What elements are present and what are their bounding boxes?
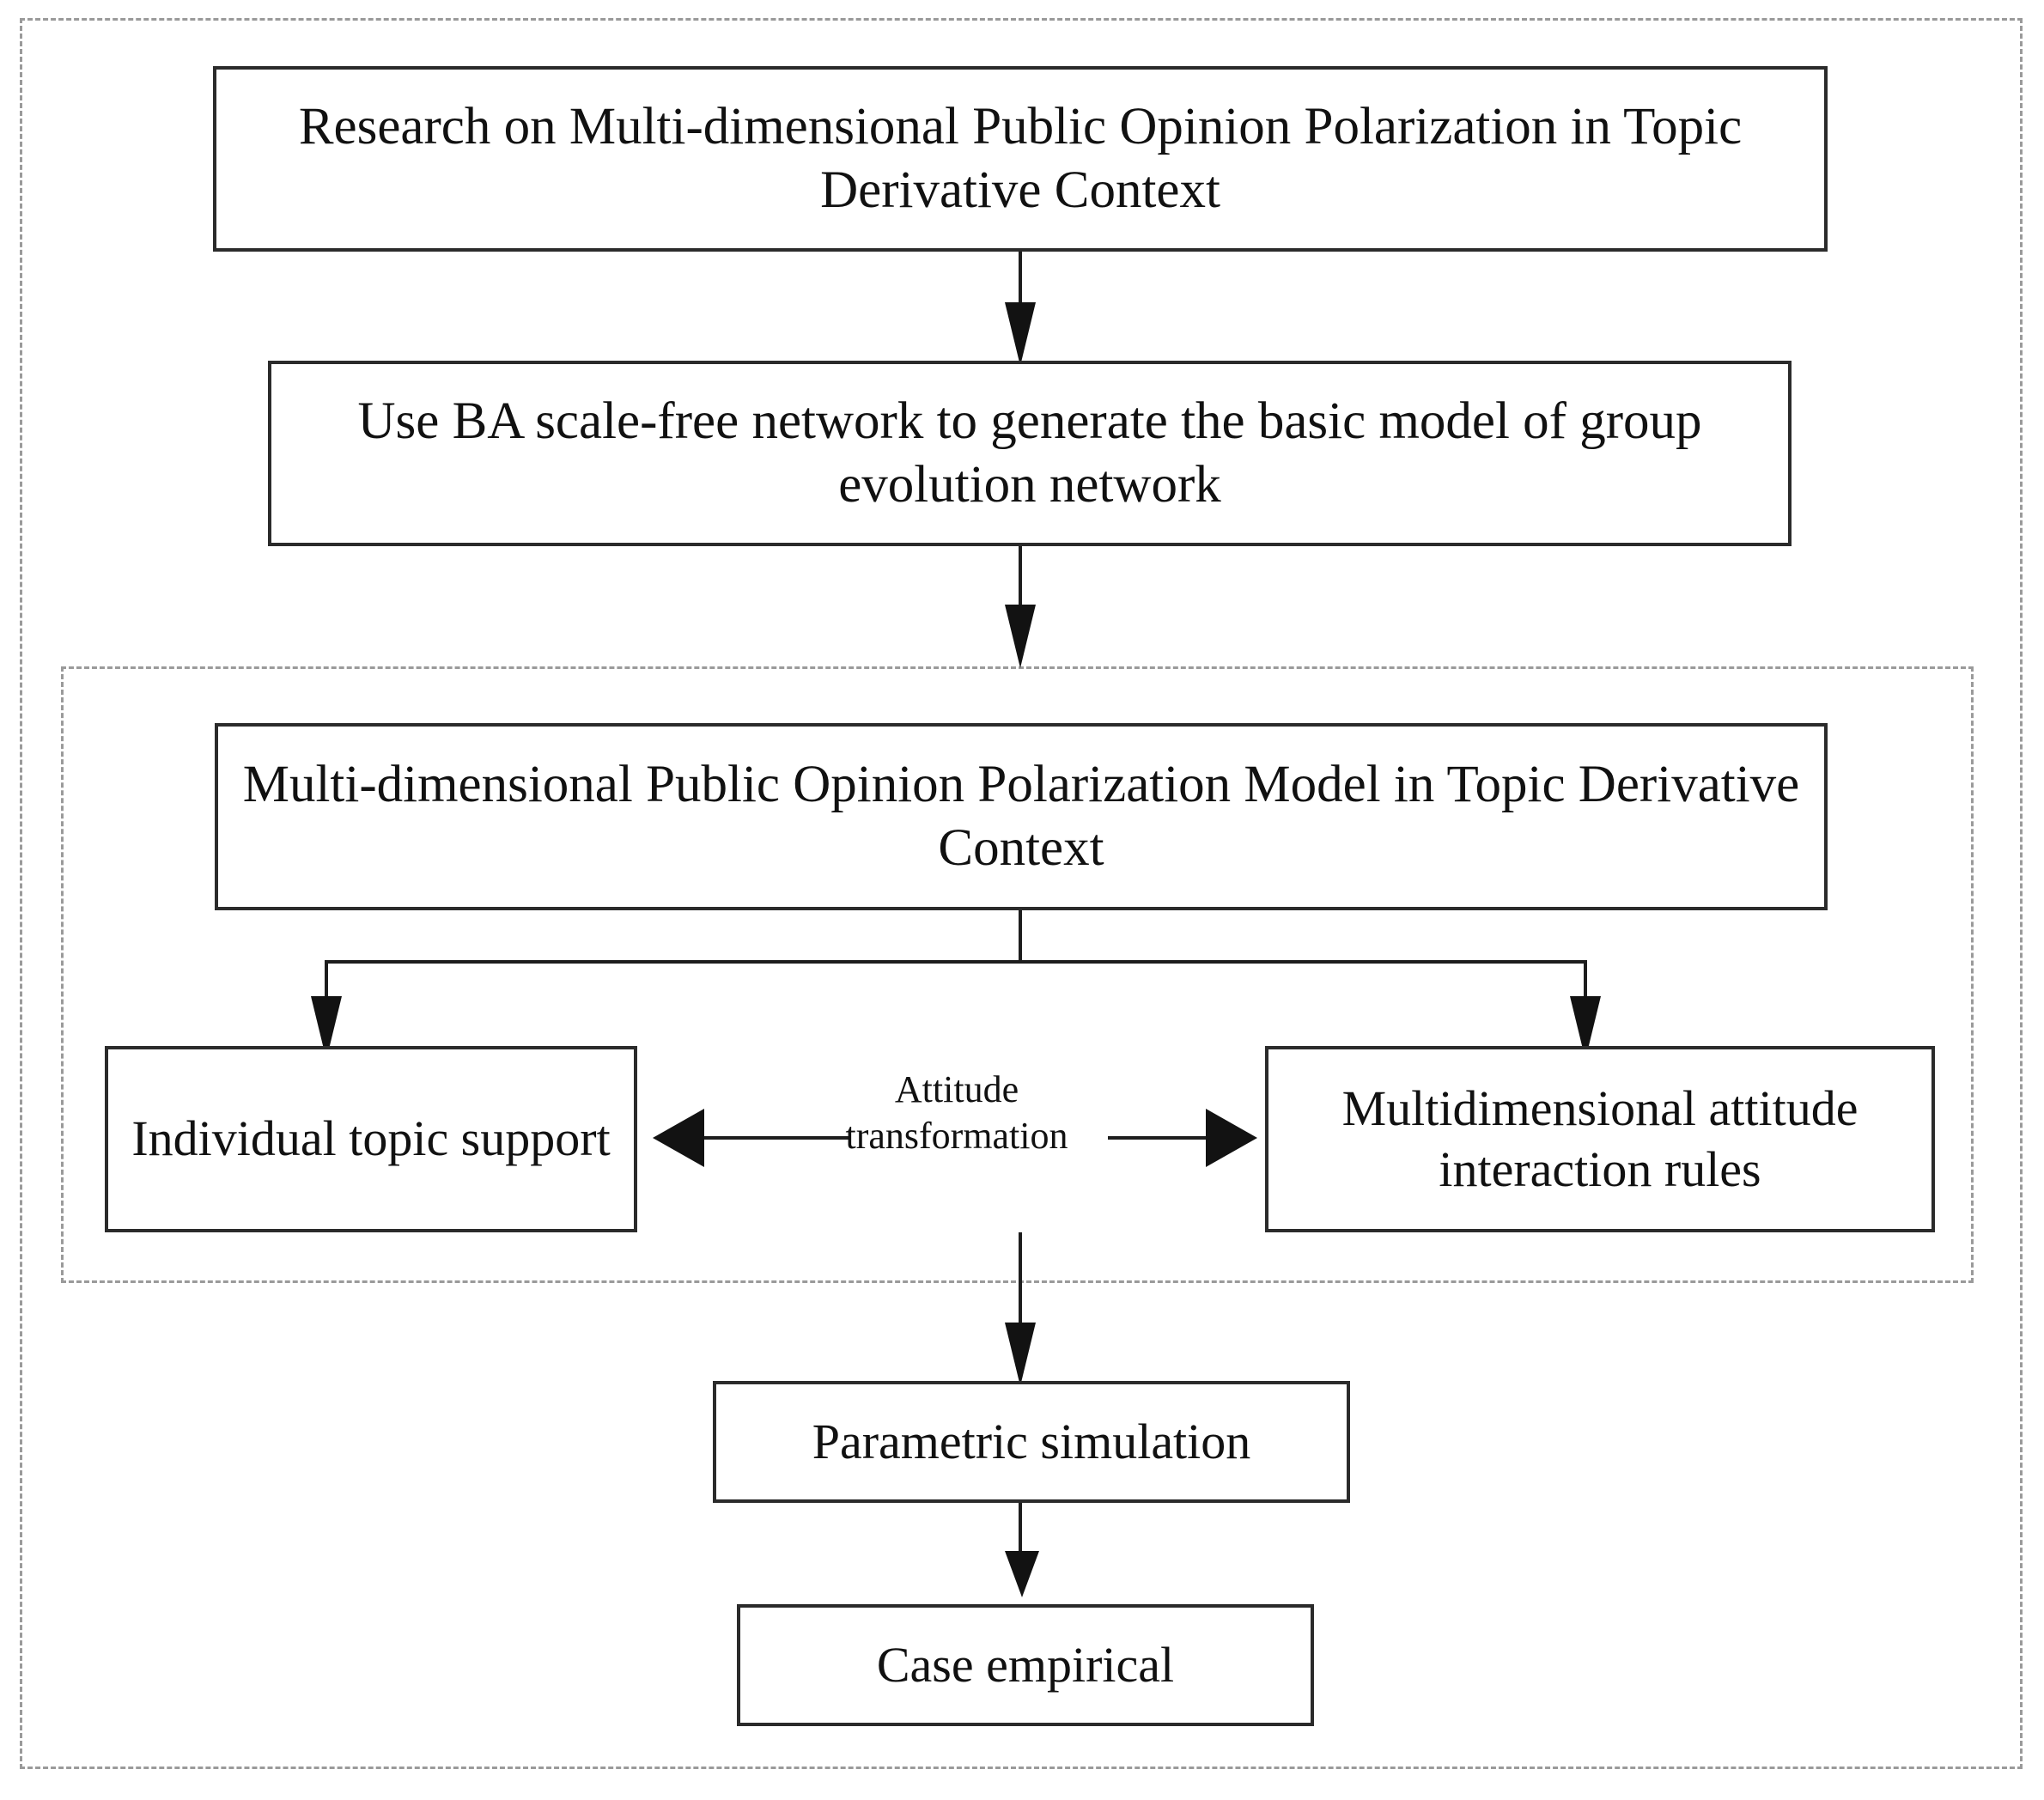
node-parametric-simulation[interactable]: Parametric simulation: [713, 1381, 1350, 1503]
node-case-empirical[interactable]: Case empirical: [737, 1604, 1314, 1726]
node-parametric-simulation-label: Parametric simulation: [812, 1413, 1251, 1469]
edge-label-attitude-transformation: Attitude transformation: [845, 1068, 1068, 1157]
connector-attitude-right-line: [1108, 1136, 1209, 1140]
node-ba-scale-free-network-label: Use BA scale-free network to generate th…: [357, 392, 1702, 514]
node-research-topic[interactable]: Research on Multi-dimensional Public Opi…: [213, 66, 1828, 252]
connector-model-branch-stem: [1019, 910, 1022, 964]
node-individual-topic-support-label: Individual topic support: [131, 1110, 611, 1167]
connector-model-to-support-line: [325, 960, 328, 1012]
node-polarization-model[interactable]: Multi-dimensional Public Opinion Polariz…: [215, 723, 1828, 910]
connector-ba-to-model-line: [1019, 546, 1022, 619]
connector-research-to-ba-line: [1019, 252, 1022, 313]
node-attitude-interaction-rules[interactable]: Multidimensional attitude interaction ru…: [1265, 1046, 1935, 1232]
node-ba-scale-free-network[interactable]: Use BA scale-free network to generate th…: [268, 361, 1792, 546]
connector-group-to-simulation-line: [1019, 1232, 1022, 1334]
node-case-empirical-label: Case empirical: [876, 1636, 1175, 1693]
connector-simulation-to-case-line: [1019, 1503, 1022, 1556]
node-research-topic-label: Research on Multi-dimensional Public Opi…: [298, 97, 1743, 219]
node-individual-topic-support[interactable]: Individual topic support: [105, 1046, 637, 1232]
connector-attitude-left-line: [704, 1136, 850, 1140]
connector-simulation-to-case-arrowhead-icon: [1005, 1551, 1039, 1597]
connector-ba-to-model-arrowhead-icon: [1005, 605, 1036, 668]
outer-dashed-frame: [20, 18, 2023, 1769]
connector-research-to-ba-arrowhead-icon: [1005, 302, 1036, 366]
node-attitude-interaction-rules-label: Multidimensional attitude interaction ru…: [1341, 1079, 1858, 1197]
connector-attitude-right-arrowhead-icon: [1206, 1109, 1257, 1167]
connector-group-to-simulation-arrowhead-icon: [1005, 1323, 1036, 1386]
connector-model-branch-bar: [325, 960, 1587, 964]
connector-model-to-rules-line: [1584, 960, 1587, 1012]
connector-attitude-left-arrowhead-icon: [653, 1109, 704, 1167]
node-polarization-model-label: Multi-dimensional Public Opinion Polariz…: [242, 755, 1800, 877]
